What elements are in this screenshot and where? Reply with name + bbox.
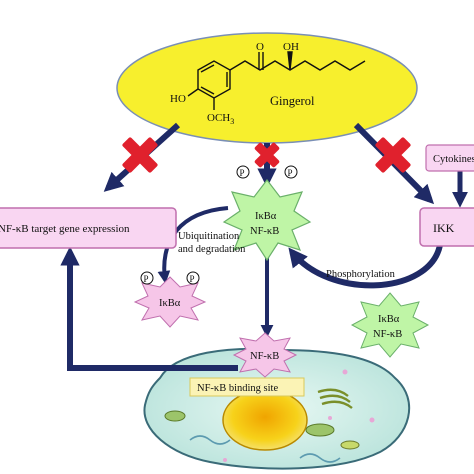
nfkb-nuclear-label: NF-κB xyxy=(250,351,279,362)
cytokines-box: Cytokines xyxy=(425,144,474,172)
ubiquitination-label-line1: Ubiquitination xyxy=(178,231,240,242)
nucleus xyxy=(222,389,308,451)
inhibit-x-icon-right xyxy=(375,137,411,173)
inhibit-x-icon-left xyxy=(122,137,158,173)
svg-text:P: P xyxy=(144,274,149,284)
cytokines-label: Cytokines xyxy=(433,154,474,165)
svg-text:P: P xyxy=(288,168,293,178)
binding-site-box: NF-κB binding site xyxy=(189,377,305,397)
binding-site-label: NF-κB binding site xyxy=(197,383,278,394)
ikk-label: IKK xyxy=(433,221,455,235)
svg-text:P: P xyxy=(190,274,195,284)
phenol-ho-label: HO xyxy=(170,93,186,105)
phospho-icon-complex-right: P xyxy=(284,165,298,179)
complex-center-bottom-label: NF-κB xyxy=(250,226,279,237)
phospho-icon-free-left: P xyxy=(140,271,154,285)
hydroxyl-oh-label: OH xyxy=(283,41,299,53)
methoxy-label: OCH3 xyxy=(207,112,234,126)
er-icon xyxy=(189,435,341,463)
arrow-nfkb-to-target xyxy=(60,246,238,371)
ubiquitination-label-line2: and degradation xyxy=(178,244,246,255)
golgi-icon xyxy=(317,388,353,409)
phospho-markers: P P P P xyxy=(140,165,298,285)
target-gene-box: NF-κB target gene expression xyxy=(0,207,177,249)
mitochondria-icon xyxy=(164,410,360,450)
phospho-icon-complex-left: P xyxy=(236,165,250,179)
inhibition-crosses xyxy=(122,137,411,173)
ikba-nfkb-complex-right: IκBα NF-κB xyxy=(350,292,430,358)
gingerol-name: Gingerol xyxy=(270,94,315,108)
gingerol-compound: O OH HO OCH3 Gingerol xyxy=(116,32,418,144)
inhibit-x-icon-center xyxy=(254,142,280,168)
nfkb-nuclear-star: NF-κB xyxy=(232,332,298,378)
target-gene-label: NF-κB target gene expression xyxy=(0,223,130,235)
complex-center-top-label: IκBα xyxy=(255,211,277,222)
ikk-box: IKK xyxy=(419,207,474,247)
complex-right-top-label: IκBα xyxy=(378,314,400,325)
ikba-nfkb-complex-center: IκBα NF-κB xyxy=(222,179,312,262)
ikba-degraded-star: IκBα xyxy=(133,276,207,328)
carbonyl-o-label: O xyxy=(256,41,264,53)
gingerol-ellipse xyxy=(116,32,418,144)
arrow-phosphorylation xyxy=(288,244,443,289)
gingerol-structure xyxy=(187,51,366,110)
phosphorylation-label: Phosphorylation xyxy=(326,269,396,280)
phospho-icon-free-right: P xyxy=(186,271,200,285)
svg-text:P: P xyxy=(240,168,245,178)
ikba-degraded-label: IκBα xyxy=(159,298,181,309)
complex-right-bottom-label: NF-κB xyxy=(373,329,402,340)
